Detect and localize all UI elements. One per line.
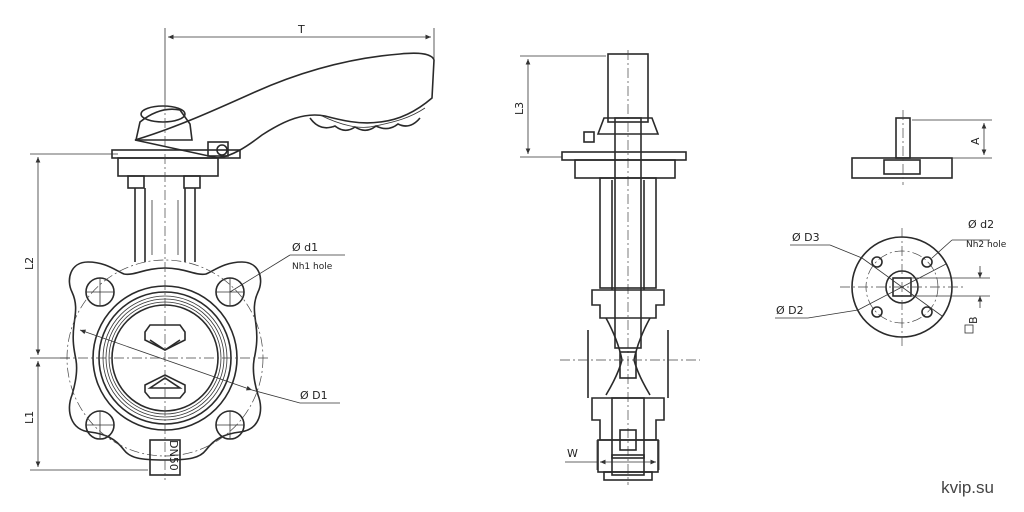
section-top-plate bbox=[561, 151, 687, 161]
dim-W: W bbox=[567, 447, 578, 460]
dim-L1: L1 bbox=[23, 411, 36, 424]
flange-top-dimensions: Ø D3 Ø d2 Nh2 hole Ø D2 B bbox=[775, 218, 1007, 334]
front-view: DN50 bbox=[60, 52, 435, 480]
label-D3: Ø D3 bbox=[792, 231, 820, 244]
watermark: kvip.su bbox=[941, 478, 994, 497]
dim-A: A bbox=[969, 137, 982, 145]
dim-B: B bbox=[967, 316, 980, 324]
label-n2-hole: Nh2 hole bbox=[966, 240, 1007, 250]
flange-side-view bbox=[851, 110, 953, 185]
handle-hub bbox=[135, 108, 193, 141]
section-view bbox=[560, 50, 700, 485]
flange-side-dimensions: A bbox=[912, 119, 992, 159]
label-D2: Ø D2 bbox=[776, 304, 804, 317]
dim-L3: L3 bbox=[513, 102, 526, 115]
label-d1: Ø d1 bbox=[292, 241, 318, 254]
dn-marking: DN50 bbox=[167, 440, 180, 471]
body-lugs bbox=[68, 261, 262, 461]
dim-T: T bbox=[297, 23, 305, 36]
label-n1-hole: Nh1 hole bbox=[292, 262, 333, 272]
label-D1: Ø D1 bbox=[300, 389, 328, 402]
dim-L2: L2 bbox=[23, 257, 36, 270]
handle-lever bbox=[134, 52, 435, 159]
label-d2: Ø d2 bbox=[968, 218, 994, 231]
flange-top-view bbox=[840, 228, 965, 346]
front-dimensions: T L2 L1 Ø d1 Nh1 hole Ø D1 bbox=[23, 23, 435, 471]
section-dimensions: L3 W bbox=[513, 55, 660, 470]
neck bbox=[134, 188, 196, 262]
